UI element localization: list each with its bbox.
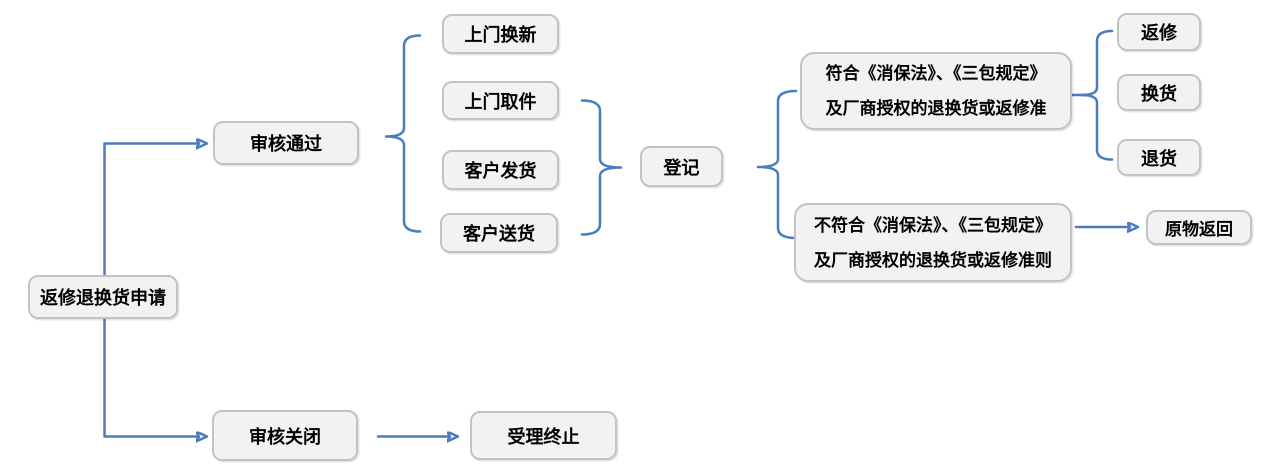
node-review-pass[interactable]: 审核通过 bbox=[213, 121, 359, 165]
node-door-exchange-label: 上门换新 bbox=[464, 25, 537, 45]
node-customer-deliver[interactable]: 客户送货 bbox=[440, 213, 558, 253]
node-repair[interactable]: 返修 bbox=[1117, 13, 1201, 51]
node-register-label: 登记 bbox=[663, 157, 700, 178]
node-refund[interactable]: 退货 bbox=[1117, 139, 1201, 176]
node-refund-label: 退货 bbox=[1141, 148, 1177, 169]
node-review-close[interactable]: 审核关闭 bbox=[212, 410, 358, 461]
node-original-return[interactable]: 原物返回 bbox=[1146, 210, 1252, 245]
node-customer-deliver-label: 客户送货 bbox=[463, 224, 535, 244]
node-cond-match-line2: 及厂商授权的退换货或返修准 bbox=[825, 99, 1047, 118]
node-register[interactable]: 登记 bbox=[640, 146, 723, 187]
node-cond-nomatch-line1: 不符合《消保法》、《三包规定》 bbox=[814, 215, 1052, 235]
brace-options-to-register bbox=[580, 99, 623, 236]
brace-pass-to-options bbox=[384, 34, 422, 233]
node-exchange-label: 换货 bbox=[1141, 83, 1177, 104]
brace-register-to-conditions bbox=[756, 89, 798, 240]
connector-apply-to-close bbox=[103, 317, 198, 437]
node-exchange[interactable]: 换货 bbox=[1117, 74, 1201, 111]
node-customer-ship-label: 客户发货 bbox=[464, 161, 537, 181]
node-terminate[interactable]: 受理终止 bbox=[470, 411, 617, 460]
node-cond-nomatch[interactable]: 不符合《消保法》、《三包规定》 及厂商授权的退换货或返修准则 bbox=[794, 203, 1072, 282]
node-door-pickup-label: 上门取件 bbox=[464, 91, 537, 112]
node-review-pass-label: 审核通过 bbox=[250, 134, 322, 154]
node-door-pickup[interactable]: 上门取件 bbox=[442, 81, 559, 120]
brace-match-to-results bbox=[1079, 29, 1114, 161]
node-door-exchange[interactable]: 上门换新 bbox=[442, 14, 559, 54]
node-terminate-label: 受理终止 bbox=[507, 426, 580, 447]
node-repair-label: 返修 bbox=[1141, 23, 1177, 43]
node-review-close-label: 审核关闭 bbox=[249, 426, 321, 447]
node-customer-ship[interactable]: 客户发货 bbox=[442, 150, 559, 190]
node-apply-label: 返修退换货申请 bbox=[40, 288, 166, 308]
node-cond-match-line1: 符合《消保法》、《三包规定》 bbox=[825, 64, 1047, 83]
node-cond-nomatch-line2: 及厂商授权的退换货或返修准则 bbox=[814, 250, 1052, 270]
node-original-return-label: 原物返回 bbox=[1165, 220, 1233, 239]
connector-apply-to-pass bbox=[103, 144, 198, 277]
node-apply[interactable]: 返修退换货申请 bbox=[28, 275, 178, 319]
node-cond-match[interactable]: 符合《消保法》、《三包规定》 及厂商授权的退换货或返修准 bbox=[800, 52, 1072, 130]
